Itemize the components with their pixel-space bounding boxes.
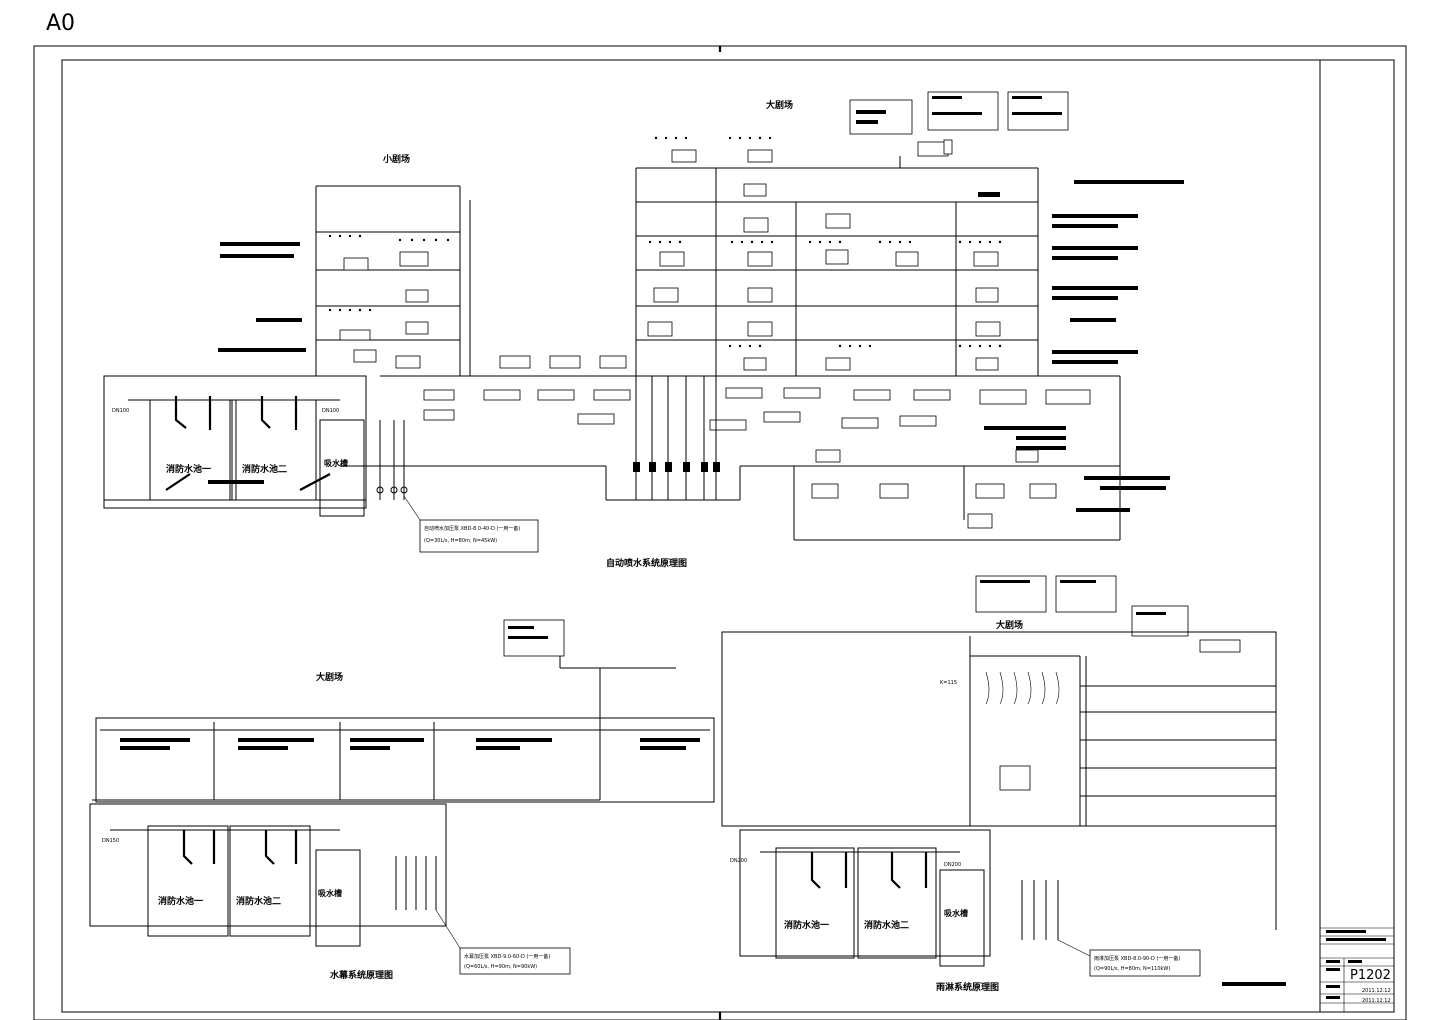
br-diagram-title: 雨淋系统原理图 xyxy=(936,981,999,993)
br-k-label: K=115 xyxy=(940,680,957,686)
br-pump-note-2: (Q=90L/s, H=80m, N=110kW) xyxy=(1094,966,1170,972)
top-small-stadium-label: 小剧场 xyxy=(382,153,410,165)
bl-dn-label: DN150 xyxy=(102,838,119,844)
water-curtain-diagram: 大剧场 消防水池一 消防水池二 吸水槽 DN150 xyxy=(89,619,715,981)
title-date-1: 2011.12.12 xyxy=(1362,988,1391,994)
deluge-diagram: 大剧场 K=115 消防水池一 消防水池二 吸水槽 DN200 DN200 xyxy=(721,575,1286,993)
sheet-size-label: A0 xyxy=(46,11,75,36)
bl-tank1-label: 消防水池一 xyxy=(158,895,203,907)
title-date-2: 2011.12.12 xyxy=(1362,998,1391,1004)
outer-border xyxy=(33,45,1407,1020)
bl-stage-label: 大剧场 xyxy=(316,671,343,683)
top-water-tanks: 消防水池一 消防水池二 吸水槽 DN100 DN100 xyxy=(103,375,367,517)
br-dn-right: DN200 xyxy=(944,862,961,868)
title-block: P1202 2011.12.12 2011.12.12 xyxy=(1320,927,1394,1012)
br-tank1-label: 消防水池一 xyxy=(784,919,829,931)
top-pump-note-2: (Q=30L/s, H=80m, N=45kW) xyxy=(424,538,497,544)
br-stage-label: 大剧场 xyxy=(996,619,1023,631)
top-tank2-label: 消防水池二 xyxy=(242,463,287,475)
top-pump-group: 自动喷水加压泵 XBD-8.0-40-D (一用一备) (Q=30L/s, H=… xyxy=(376,420,539,553)
top-big-stadium-label: 大剧场 xyxy=(766,99,793,111)
alarm-valve-risers xyxy=(633,376,720,500)
bl-diagram-title: 水幕系统原理图 xyxy=(330,969,393,981)
top-diagram-title: 自动喷水系统原理图 xyxy=(606,557,687,569)
bl-pump-note-1: 水幕加压泵 XBD-9.0-60-D (一用一备) xyxy=(464,953,550,960)
sprinkler-heads xyxy=(328,136,1002,348)
inner-border xyxy=(61,59,1395,1013)
br-suction-tank-label: 吸水槽 xyxy=(944,908,968,918)
big-stadium-floors xyxy=(635,149,1184,500)
control-panels xyxy=(849,91,1069,168)
br-tank2-label: 消防水池二 xyxy=(864,919,909,931)
bl-suction-tank-label: 吸水槽 xyxy=(318,888,342,898)
drawing-number: P1202 xyxy=(1350,968,1391,983)
sprinkler-system-diagram: 大剧场 小剧场 xyxy=(103,91,1184,569)
br-pump-note-1: 雨淋加压泵 XBD-8.0-90-D (一用一备) xyxy=(1094,955,1180,962)
top-suction-tank-label: 吸水槽 xyxy=(324,458,348,468)
top-tank1-label: 消防水池一 xyxy=(166,463,211,475)
br-dn-left: DN200 xyxy=(730,858,747,864)
top-dn-left: DN100 xyxy=(112,408,129,414)
bl-pump-note-2: (Q=60L/s, H=90m, N=90kW) xyxy=(464,964,537,970)
bl-tank2-label: 消防水池二 xyxy=(236,895,281,907)
top-dn-right: DN100 xyxy=(322,408,339,414)
top-pump-note-1: 自动喷水加压泵 XBD-8.0-40-D (一用一备) xyxy=(424,525,520,532)
distribution-level xyxy=(340,355,1170,541)
small-stadium-floors xyxy=(218,185,471,376)
